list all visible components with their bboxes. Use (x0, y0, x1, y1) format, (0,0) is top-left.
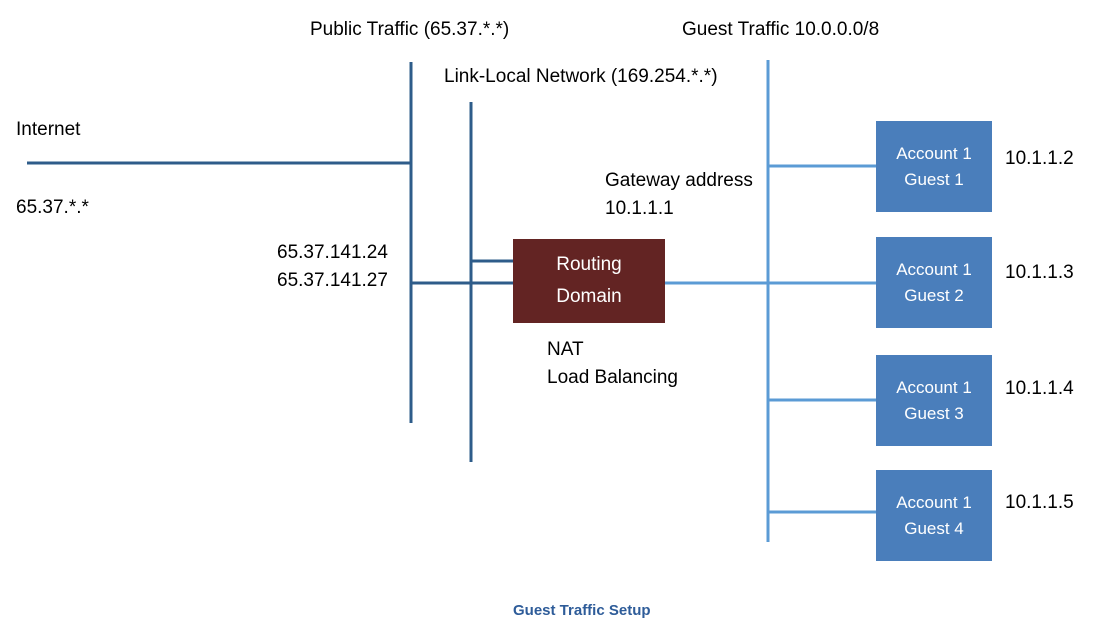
link-local-network-label: Link-Local Network (169.254.*.*) (444, 66, 718, 87)
gateway-ip-label: 10.1.1.1 (605, 198, 674, 219)
guest-3-ip-label: 10.1.1.4 (1005, 378, 1074, 399)
routing-domain-line1: Routing (556, 254, 622, 275)
guest-4-name: Guest 4 (904, 518, 964, 538)
guest-box-2[interactable]: Account 1 Guest 2 (876, 237, 992, 328)
guest-2-name: Guest 2 (904, 285, 964, 305)
guest-traffic-label: Guest Traffic 10.0.0.0/8 (682, 19, 880, 40)
guest-box-4[interactable]: Account 1 Guest 4 (876, 470, 992, 561)
routing-domain-line2: Domain (556, 286, 622, 307)
guest-1-account: Account 1 (896, 143, 972, 163)
internet-subnet-label: 65.37.*.* (16, 197, 89, 218)
guest-box-3[interactable]: Account 1 Guest 3 (876, 355, 992, 446)
guest-4-ip-label: 10.1.1.5 (1005, 492, 1074, 513)
guest-3-name: Guest 3 (904, 403, 964, 423)
guest-3-account: Account 1 (896, 377, 972, 397)
internet-label: Internet (16, 119, 81, 140)
guest-4-account: Account 1 (896, 492, 972, 512)
public-ip-24-label: 65.37.141.24 (277, 242, 388, 263)
load-balancing-label: Load Balancing (547, 367, 678, 388)
diagram-caption: Guest Traffic Setup (513, 602, 651, 619)
guest-1-name: Guest 1 (904, 169, 964, 189)
public-ip-27-label: 65.37.141.27 (277, 270, 388, 291)
guest-box-1[interactable]: Account 1 Guest 1 (876, 121, 992, 212)
guest-2-account: Account 1 (896, 259, 972, 279)
nat-label: NAT (547, 339, 584, 360)
guest-1-ip-label: 10.1.1.2 (1005, 148, 1074, 169)
public-traffic-label: Public Traffic (65.37.*.*) (310, 19, 510, 40)
routing-domain-box[interactable]: Routing Domain (513, 239, 665, 323)
gateway-address-label: Gateway address (605, 170, 753, 191)
guest-2-ip-label: 10.1.1.3 (1005, 262, 1074, 283)
